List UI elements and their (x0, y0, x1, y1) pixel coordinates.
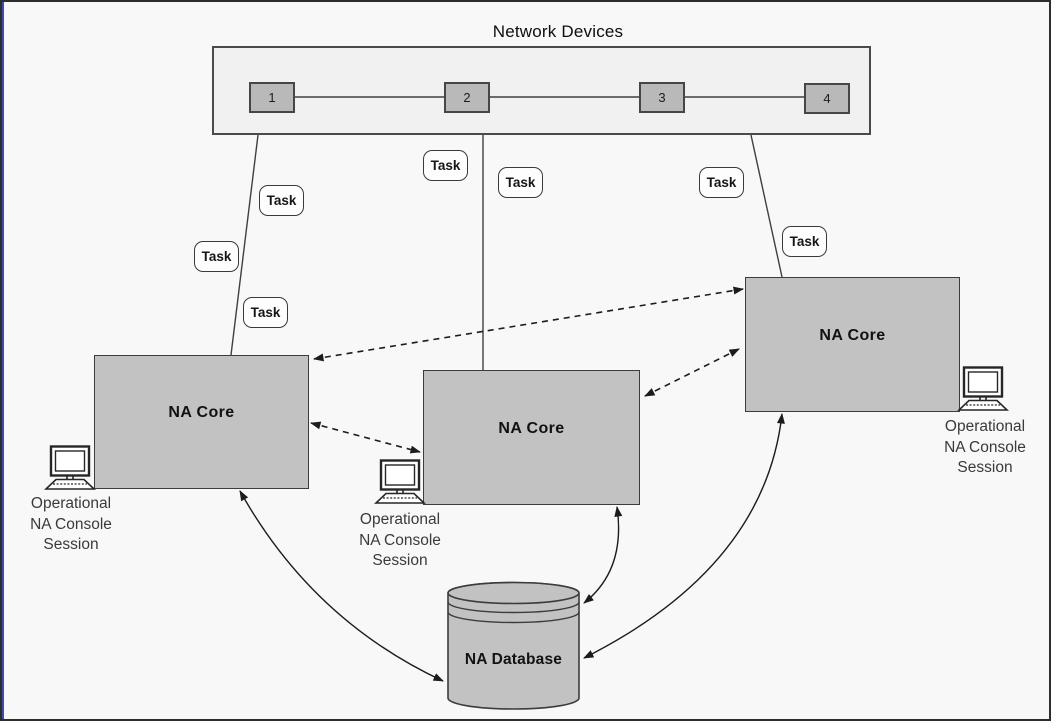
console-caption-line: Operational (359, 511, 441, 528)
database-label: NA Database (464, 651, 563, 668)
console-caption-line: NA Console (30, 515, 112, 533)
console-caption-line: Session (372, 552, 428, 569)
task-label-6: Task (699, 167, 744, 198)
task-label-5: Task (498, 167, 543, 198)
database-cylinder-top (447, 581, 580, 605)
na-core-middle: NA Core (423, 370, 640, 505)
console-caption-line: Operational (30, 495, 112, 512)
database-cylinder (447, 581, 580, 710)
na-core-right: NA Core (745, 277, 960, 412)
dashed-arrow-coreleft-coremiddle (310, 421, 421, 454)
console-caption-line: Session (957, 459, 1013, 476)
task-label-4: Task (423, 150, 468, 181)
console-caption-line: Operational (944, 418, 1026, 435)
console-session-caption-middle: Operational NA Console Session (337, 510, 463, 572)
task-label-1: Task (259, 185, 304, 216)
device-node-1: 1 (249, 82, 295, 113)
console-session-caption-right: Operational NA Console Session (922, 417, 1048, 479)
left-edge-accent (2, 2, 4, 719)
na-core-middle-label: NA Core (498, 419, 565, 437)
computer-icon (374, 459, 426, 504)
computer-icon (957, 366, 1009, 411)
console-session-caption-left: Operational NA Console Session (8, 494, 134, 556)
database-ring-1 (447, 601, 580, 614)
device-node-3: 3 (639, 82, 685, 113)
na-core-right-label: NA Core (819, 326, 886, 344)
na-core-left: NA Core (94, 355, 309, 489)
link-device3-core-right (750, 134, 783, 278)
arrow-coreright-database (583, 413, 785, 659)
arrow-coremiddle-database (583, 506, 623, 604)
dashed-arrow-coreleft-coreright (313, 286, 744, 362)
console-caption-line: Session (43, 536, 99, 553)
device-node-4: 4 (804, 83, 850, 114)
task-label-3: Task (243, 297, 288, 328)
link-device1-core-left (230, 134, 259, 356)
task-label-7: Task (782, 226, 827, 257)
na-core-left-label: NA Core (168, 404, 235, 421)
console-caption-line: NA Console (359, 531, 441, 549)
computer-icon (44, 445, 96, 490)
console-caption-line: NA Console (944, 438, 1026, 456)
device-node-2: 2 (444, 82, 490, 113)
database-ring-2 (447, 611, 580, 624)
diagram-title: Network Devices (492, 22, 624, 41)
task-label-2: Task (194, 241, 239, 272)
dashed-arrow-coremiddle-coreright (644, 348, 740, 397)
arrow-coreleft-database (239, 490, 444, 682)
network-devices-panel (212, 46, 871, 135)
